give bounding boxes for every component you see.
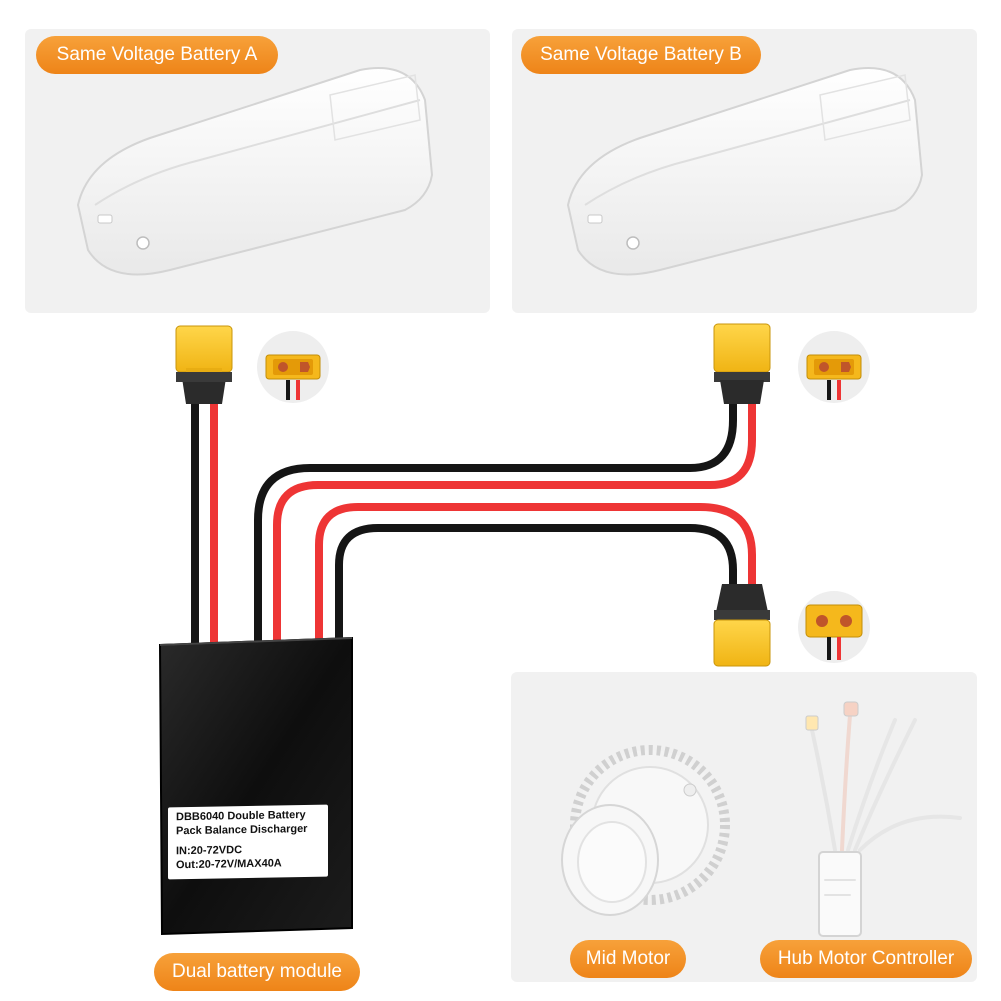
- module-spec-label: DBB6040 Double Battery Pack Balance Disc…: [168, 804, 328, 880]
- wire-out-red: [315, 503, 756, 649]
- battery-b-label: Same Voltage Battery B: [521, 36, 761, 74]
- connector-detail-output-icon: [798, 591, 870, 663]
- connector-detail-a-icon: [257, 331, 329, 403]
- connector-output-icon: [713, 584, 771, 667]
- module-spec-line2: Pack Balance Discharger: [176, 822, 308, 838]
- wire-b-red: [273, 396, 756, 649]
- module-spec-line4: Out:20-72V/MAX40A: [176, 857, 282, 872]
- wire-out-black: [335, 524, 737, 649]
- connector-b-icon: [713, 323, 771, 404]
- mid-motor-icon: [561, 745, 730, 916]
- battery-a-label: Same Voltage Battery A: [36, 36, 278, 74]
- hub-controller-label: Hub Motor Controller: [760, 940, 972, 978]
- connector-a-icon: [175, 325, 233, 404]
- battery-b-icon: [566, 67, 924, 276]
- mid-motor-label: Mid Motor: [570, 940, 686, 978]
- battery-a-icon: [76, 67, 434, 276]
- connector-detail-b-icon: [798, 331, 870, 403]
- wire-b-black: [254, 396, 737, 649]
- wires: [191, 396, 756, 649]
- dual-battery-module-icon: [158, 636, 353, 936]
- motor-controller-icon: [805, 701, 962, 937]
- module-label: Dual battery module: [154, 953, 360, 991]
